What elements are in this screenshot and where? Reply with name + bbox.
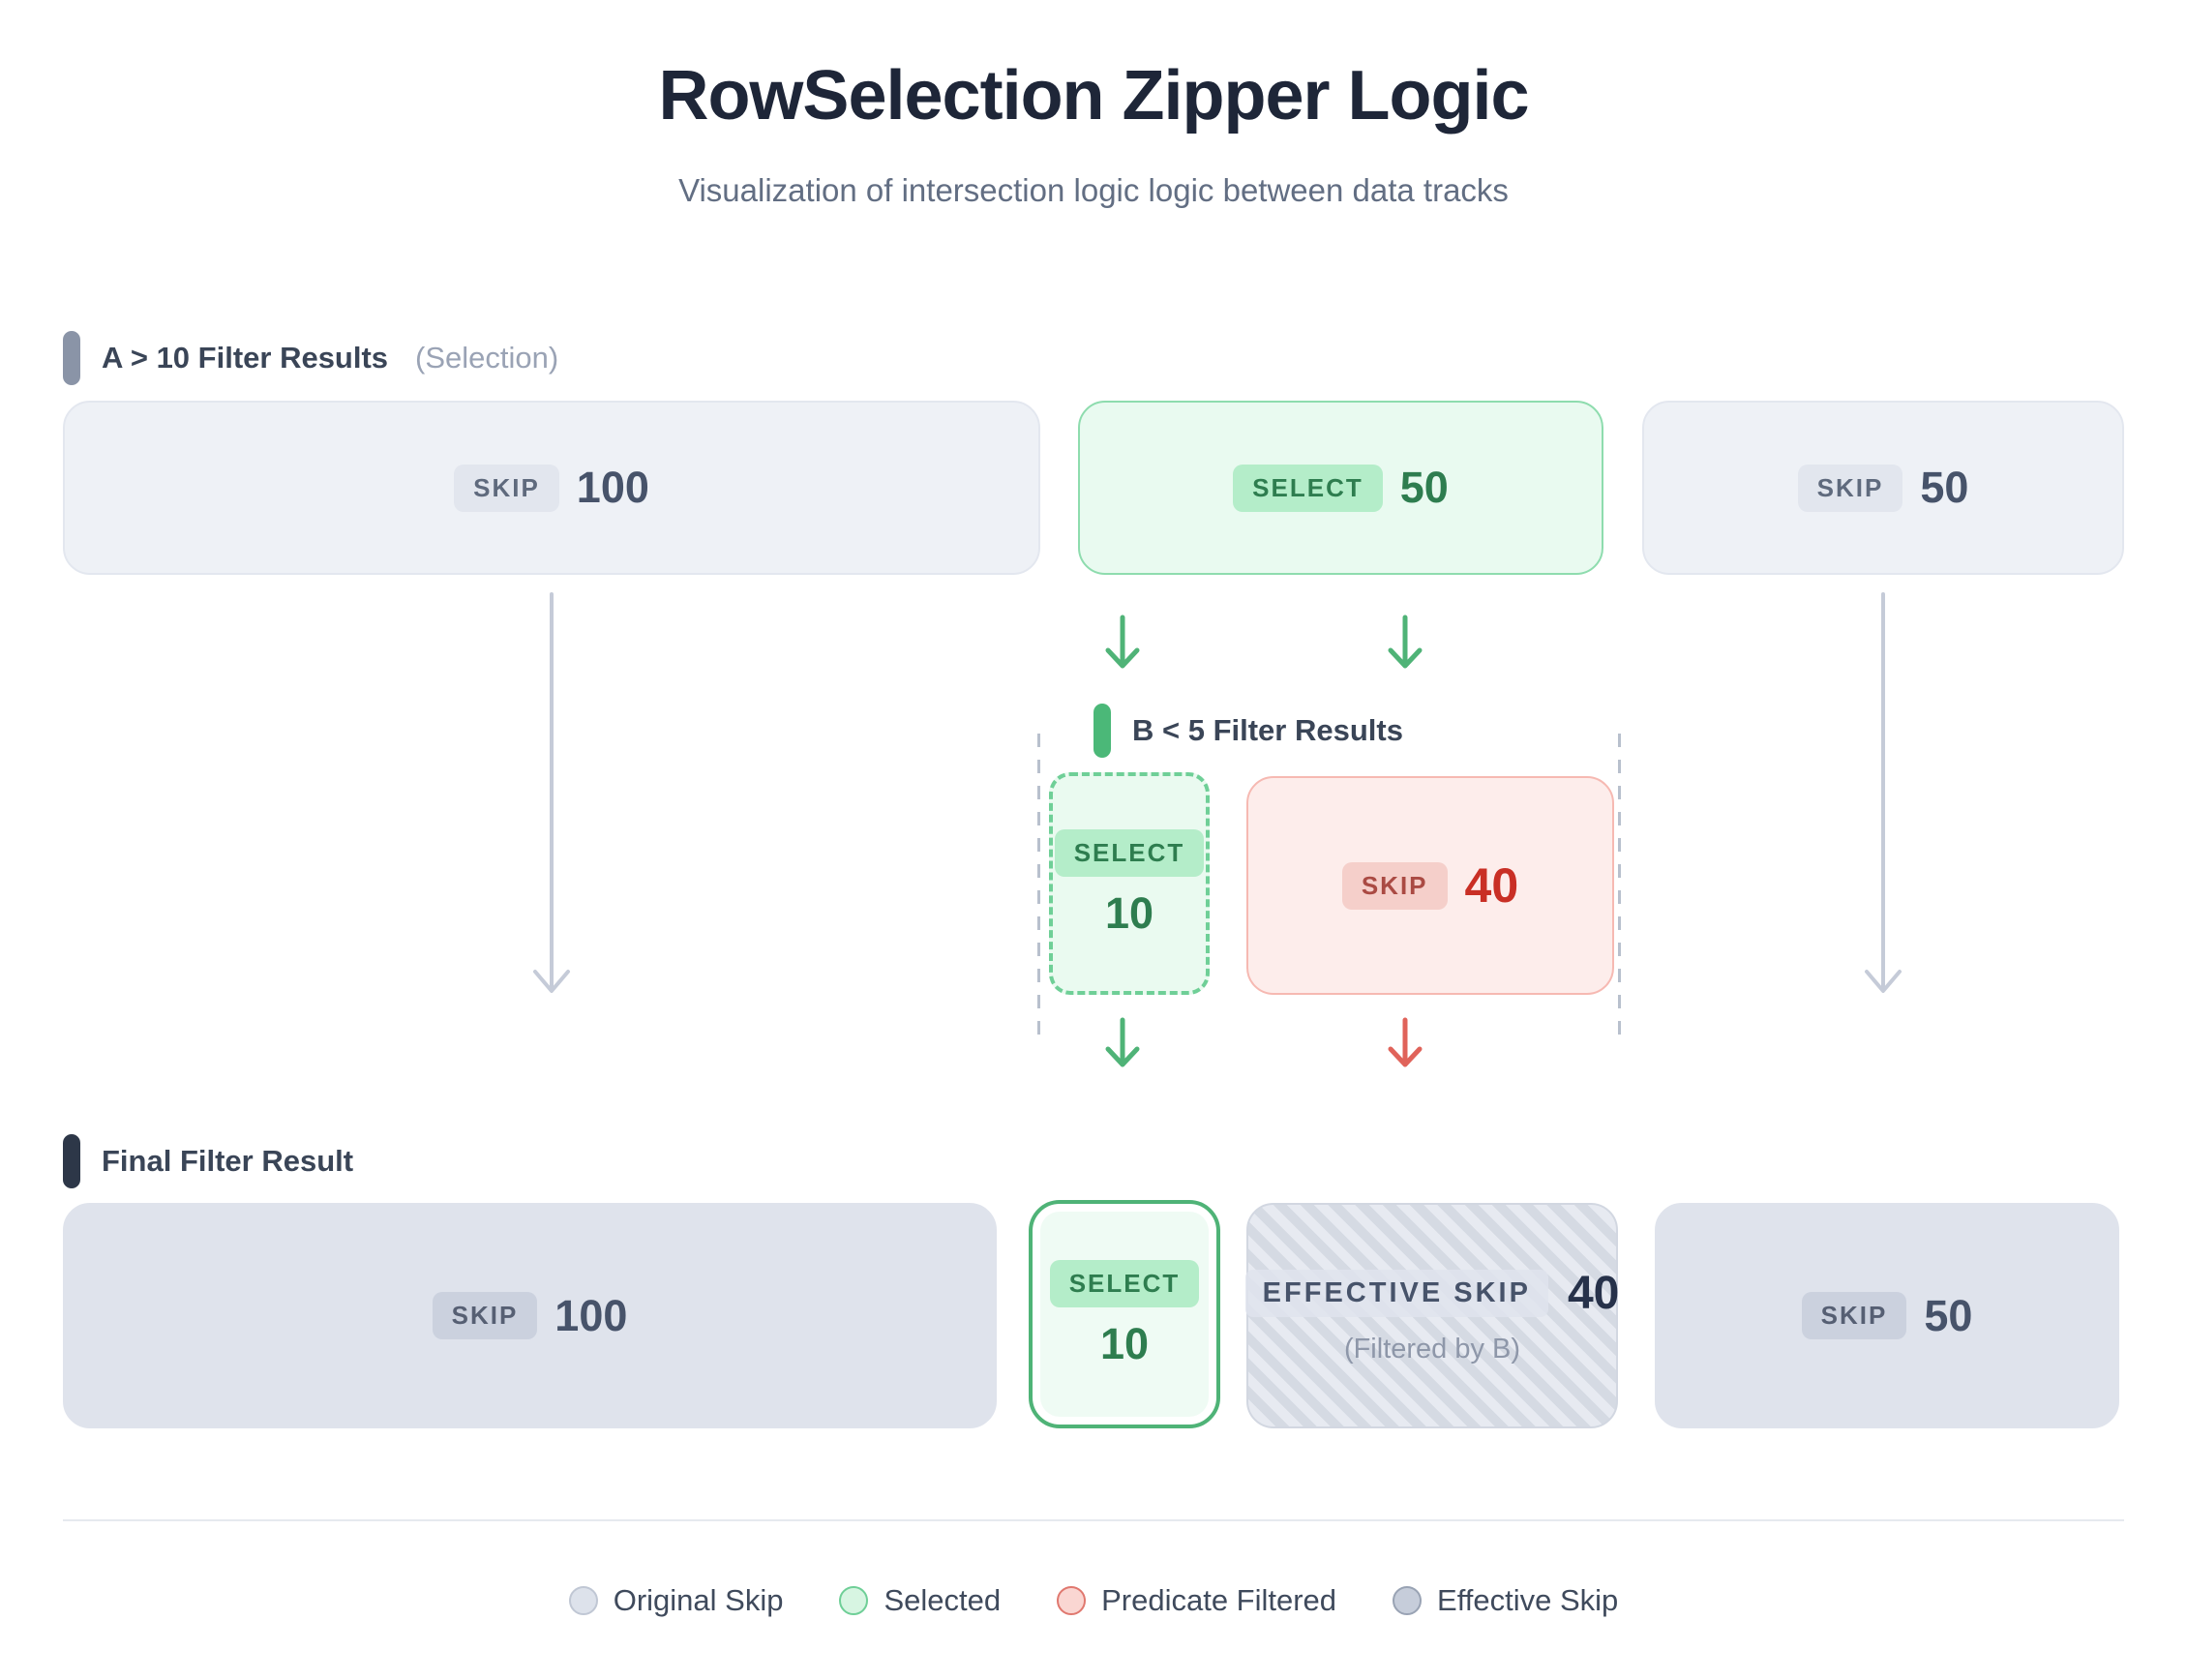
legend-label: Original Skip — [613, 1583, 784, 1617]
legend: Original Skip Selected Predicate Filtere… — [0, 1583, 2187, 1618]
legend-item-original-skip: Original Skip — [568, 1583, 784, 1618]
effective-skip-note: (Filtered by B) — [1343, 1333, 1521, 1365]
track-a-label-text: A > 10 Filter Results — [102, 341, 389, 375]
arrow-down-gray-left-icon — [533, 592, 570, 993]
skip-value: 50 — [1924, 1290, 1973, 1340]
skip-badge: SKIP — [1801, 1292, 1907, 1339]
select-badge: SELECT — [1233, 464, 1383, 512]
page-title: RowSelection Zipper Logic — [658, 57, 1529, 135]
skip-value: 100 — [554, 1290, 628, 1340]
track-a-label: A > 10 Filter Results (Selection) — [63, 331, 558, 385]
legend-label: Predicate Filtered — [1101, 1583, 1337, 1617]
track-b-skip-40-box: SKIP 40 — [1246, 776, 1614, 995]
legend-label: Selected — [884, 1583, 1002, 1617]
dashed-guide-left — [1037, 734, 1040, 1041]
final-marker-icon — [63, 1134, 80, 1188]
effective-skip-badge: EFFECTIVE SKIP — [1244, 1269, 1548, 1317]
skip-value: 50 — [1920, 463, 1969, 512]
skip-badge: SKIP — [1341, 861, 1448, 910]
track-a-skip-100-box: SKIP 100 — [63, 401, 1040, 575]
arrow-down-green-final-icon — [1105, 1017, 1140, 1067]
legend-item-effective-skip: Effective Skip — [1393, 1583, 1618, 1618]
final-select-10-box: SELECT 10 — [1029, 1200, 1220, 1428]
dashed-guide-right — [1618, 734, 1621, 1041]
skip-value: 100 — [576, 463, 649, 512]
select-value: 50 — [1399, 463, 1449, 512]
select-value: 10 — [1099, 1318, 1150, 1368]
original-skip-swatch-icon — [568, 1586, 598, 1615]
track-a-skip-50-box: SKIP 50 — [1642, 401, 2124, 575]
legend-item-predicate-filtered: Predicate Filtered — [1057, 1583, 1336, 1618]
track-a-marker-icon — [63, 331, 80, 385]
predicate-filtered-swatch-icon — [1057, 1586, 1087, 1615]
arrow-down-green-to-select-icon — [1105, 615, 1140, 669]
arrow-down-red-final-icon — [1388, 1017, 1423, 1067]
track-b-select-10-box: SELECT 10 — [1049, 772, 1210, 995]
arrow-down-gray-right-icon — [1865, 592, 1902, 993]
effective-skip-value: 40 — [1567, 1267, 1620, 1319]
skip-badge: SKIP — [432, 1292, 538, 1339]
legend-item-selected: Selected — [839, 1583, 1001, 1618]
effective-skip-swatch-icon — [1393, 1586, 1423, 1615]
page-subtitle: Visualization of intersection logic logi… — [678, 172, 1509, 208]
legend-label: Effective Skip — [1437, 1583, 1619, 1617]
skip-value: 40 — [1464, 858, 1519, 913]
track-b-marker-icon — [1094, 704, 1111, 758]
effective-skip-row: EFFECTIVE SKIP 40 — [1244, 1267, 1620, 1320]
final-skip-100-box: SKIP 100 — [63, 1203, 997, 1428]
final-label: Final Filter Result — [63, 1134, 353, 1188]
final-effective-skip-40-box: EFFECTIVE SKIP 40 (Filtered by B) — [1244, 1203, 1620, 1428]
final-label-text: Final Filter Result — [102, 1144, 354, 1178]
track-b-label-text: B < 5 Filter Results — [1132, 713, 1403, 747]
select-badge: SELECT — [1049, 1259, 1200, 1307]
footer-divider — [63, 1519, 2124, 1521]
select-value: 10 — [1104, 887, 1154, 938]
track-b-label: B < 5 Filter Results — [1094, 704, 1403, 758]
final-skip-50-box: SKIP 50 — [1655, 1203, 2119, 1428]
arrow-down-green-to-skip-icon — [1388, 615, 1423, 669]
track-a-label-suffix: (Selection) — [415, 341, 559, 375]
track-a-select-50-box: SELECT 50 — [1078, 401, 1603, 575]
selected-swatch-icon — [839, 1586, 869, 1615]
skip-badge: SKIP — [1797, 464, 1903, 512]
skip-badge: SKIP — [454, 464, 559, 512]
select-badge: SELECT — [1054, 828, 1205, 877]
